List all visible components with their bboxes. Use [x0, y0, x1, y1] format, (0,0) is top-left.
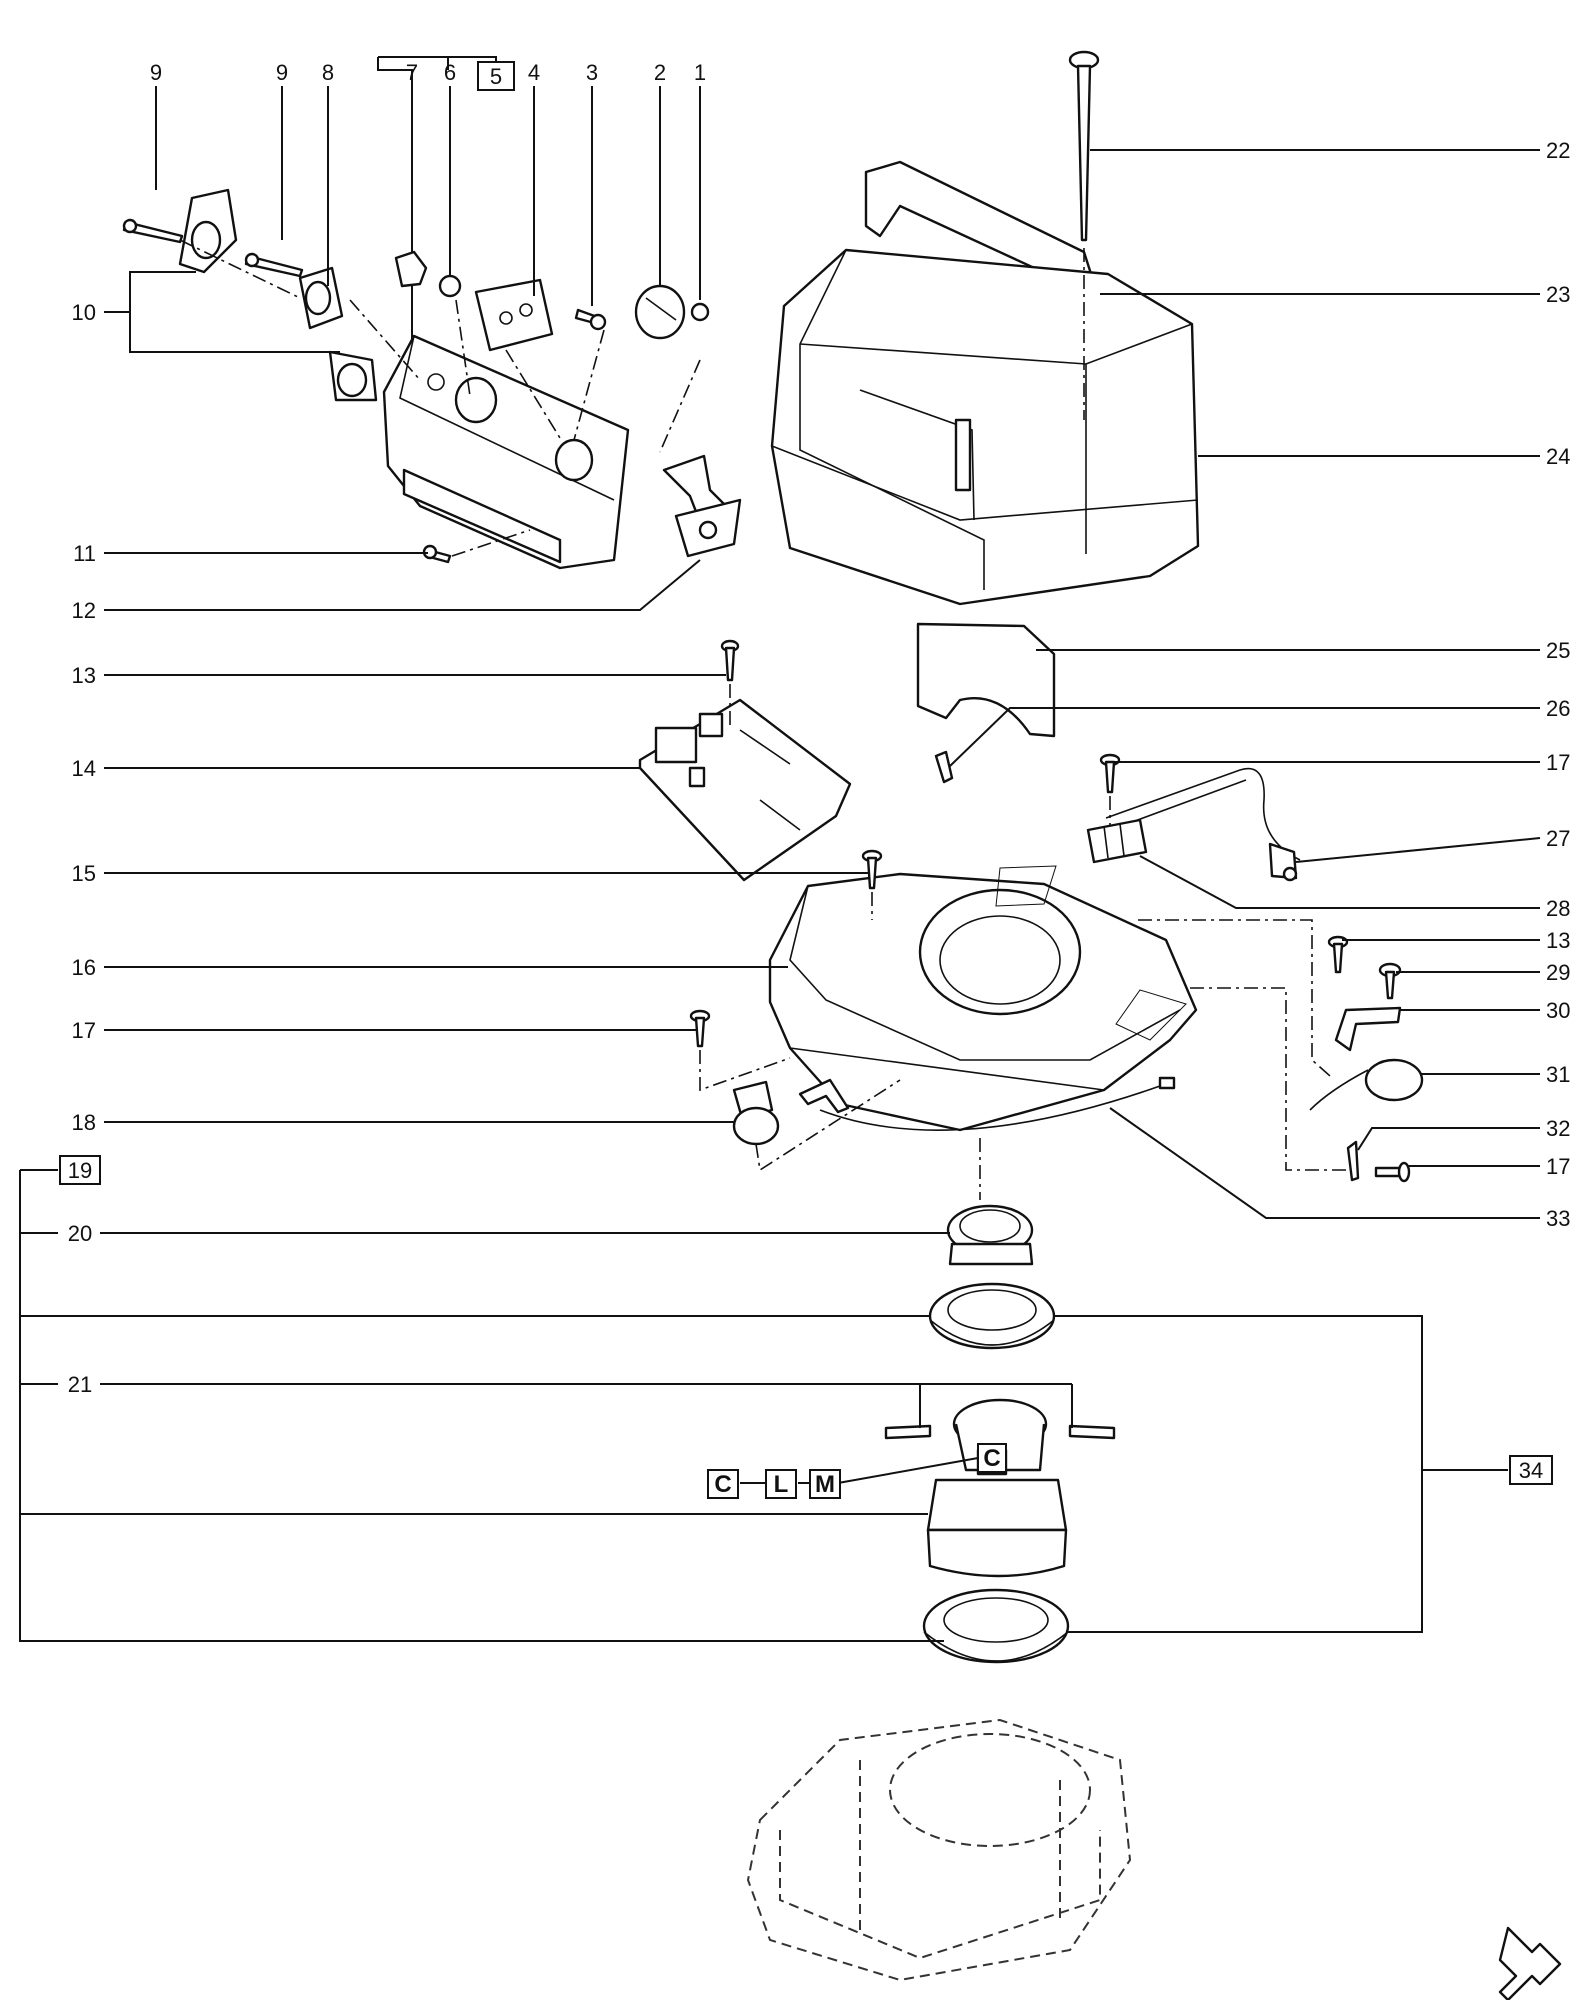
callout-34-box: 34: [1509, 1455, 1553, 1485]
callout-17: 17: [1546, 750, 1570, 775]
variant-code-c: C: [714, 1471, 731, 1498]
motor-seal-bottom-part: [922, 1588, 1070, 1664]
ground-cable-part: [819, 1085, 1161, 1131]
cable-clip-part: [662, 454, 742, 558]
callout-23: 23: [1546, 282, 1570, 307]
callout-7: 7: [406, 60, 418, 85]
terminal-block-part: [1086, 818, 1148, 864]
callout-5: 5: [490, 64, 502, 89]
callout-19: 19: [68, 1158, 92, 1183]
callout-6: 6: [444, 60, 456, 85]
callout-24: 24: [1546, 444, 1570, 469]
callout-2: 2: [654, 60, 666, 85]
variant-code-boxes: C L M: [707, 1469, 841, 1499]
callout-30: 30: [1546, 998, 1570, 1023]
contact-spring-part: [1346, 1140, 1360, 1182]
callout-13: 13: [1546, 928, 1570, 953]
callout-22: 22: [1546, 138, 1570, 163]
screw-part: [574, 308, 607, 331]
callout-19-box: 19: [59, 1155, 101, 1185]
callout-10: 10: [72, 300, 96, 325]
button-cap-part: [394, 250, 428, 288]
callout-1: 1: [694, 60, 706, 85]
motor-variant-tag: C: [977, 1443, 1007, 1473]
motor-base-part: [768, 865, 1198, 1132]
control-panel-group: [122, 56, 742, 570]
switch-housing-part: [382, 334, 630, 570]
callout-17: 17: [1546, 1154, 1570, 1179]
callout-12: 12: [72, 598, 96, 623]
callout-32: 32: [1546, 1116, 1570, 1141]
screw-part: [1374, 1161, 1411, 1183]
long-screw-part: [1068, 50, 1100, 242]
mounting-bracket-part: [1334, 1006, 1402, 1052]
callout-29: 29: [1546, 960, 1570, 985]
socket-cover-flap: [178, 188, 378, 402]
variant-code-m: M: [815, 1471, 835, 1498]
callout-33: 33: [1546, 1206, 1570, 1231]
callout-21: 21: [68, 1372, 92, 1397]
screw-part: [1378, 962, 1402, 1000]
next-page-arrow-icon[interactable]: [1498, 1926, 1562, 2000]
seal-ring-part: [946, 1204, 1034, 1266]
display-board-part: [474, 278, 554, 352]
callout-20: 20: [68, 1221, 92, 1246]
screw-part: [689, 1009, 711, 1048]
power-cable-part: [1105, 767, 1301, 882]
leader-lines: [19, 86, 1541, 1642]
o-ring-part: [690, 302, 710, 322]
suction-motor-part: [884, 1398, 1116, 1578]
filter-plug-part: [732, 1080, 780, 1146]
screw-part: [244, 252, 304, 278]
callout-8: 8: [322, 60, 334, 85]
callout-28: 28: [1546, 896, 1570, 921]
callout-5-box: 5: [477, 61, 515, 91]
callout-4: 4: [528, 60, 540, 85]
callout-18: 18: [72, 1110, 96, 1135]
callout-14: 14: [72, 756, 96, 781]
callout-25: 25: [1546, 638, 1570, 663]
callout-labels: 9 9 8 7 6 5 4 3 2 1 10 11 12 13 14 15 16…: [59, 60, 1570, 1485]
lens-part: [438, 274, 462, 298]
retaining-clip-part: [934, 750, 954, 784]
variant-code-l: L: [774, 1471, 789, 1498]
screw-part: [1099, 753, 1121, 794]
callout-27: 27: [1546, 826, 1570, 851]
pressure-sensor-part: [1309, 1058, 1424, 1111]
screw-part: [720, 639, 740, 682]
callout-34: 34: [1519, 1458, 1543, 1483]
callout-17: 17: [72, 1018, 96, 1043]
screw-part: [1327, 935, 1349, 974]
hose-clamp-part: [798, 1078, 850, 1114]
motor-seal-top-part: [928, 1282, 1056, 1350]
callout-9: 9: [276, 60, 288, 85]
screw-part: [861, 849, 883, 890]
svg-text:C: C: [983, 1445, 1000, 1472]
air-duct-part: [916, 622, 1056, 738]
socket-part: [298, 266, 344, 330]
hood-assembly: [770, 50, 1200, 606]
callout-26: 26: [1546, 696, 1570, 721]
container-base-phantom: [746, 1718, 1132, 1982]
callout-11: 11: [73, 541, 96, 566]
rotary-knob-part: [634, 284, 686, 340]
main-pcb-part: [638, 698, 852, 882]
screw-part: [122, 218, 184, 244]
callout-3: 3: [586, 60, 598, 85]
callout-31: 31: [1546, 1062, 1570, 1087]
callout-9: 9: [150, 60, 162, 85]
callout-13: 13: [72, 663, 96, 688]
callout-16: 16: [72, 955, 96, 980]
callout-15: 15: [72, 861, 96, 886]
